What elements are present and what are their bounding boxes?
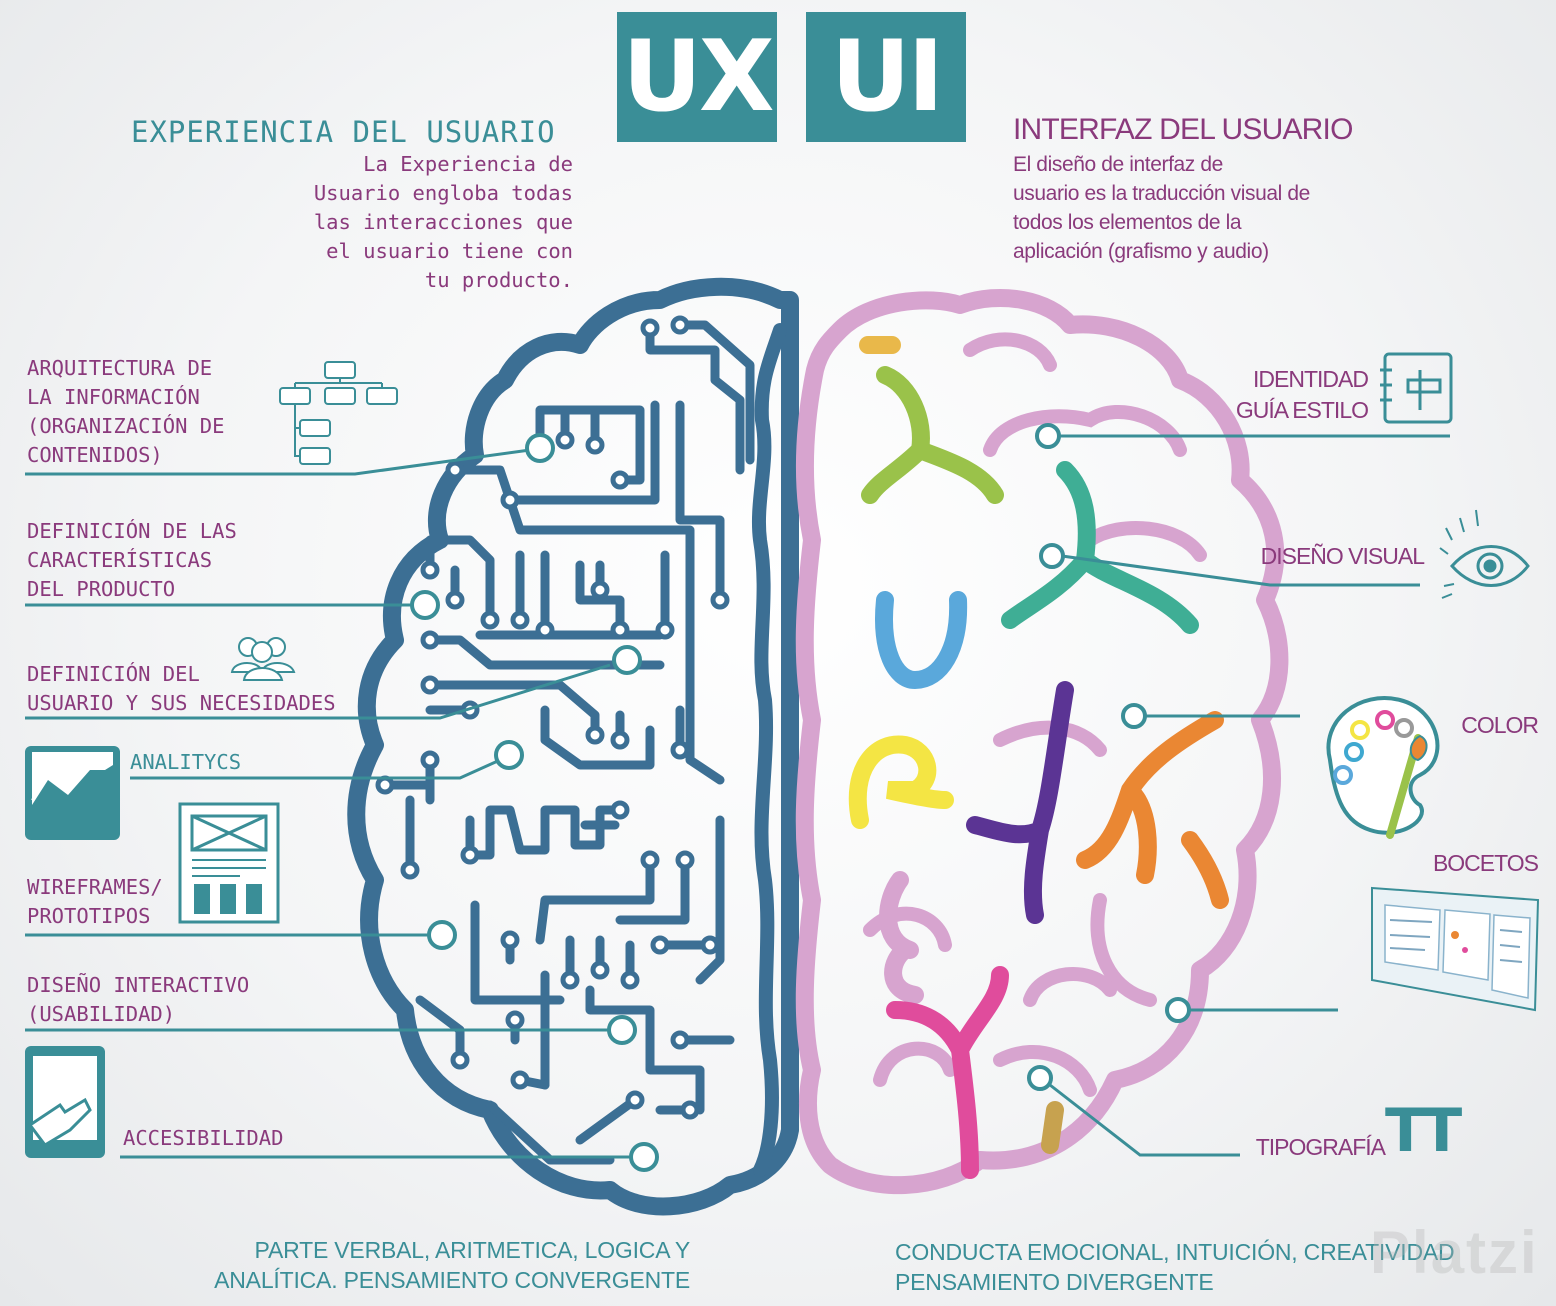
label-analitycs: ANALITYCS [130,750,242,774]
right-brain-folds [863,332,1207,1097]
ux-connector-nodes [410,433,659,1172]
ux-footer: PARTE VERBAL, ARITMETICA, LOGICA Y ANALÍ… [214,1237,690,1293]
ux-connectors [25,448,630,1159]
label-tipografia: TIPOGRAFÍA [1255,1134,1386,1160]
label-identidad: IDENTIDAD GUÍA ESTILO [1235,366,1369,423]
sketches-icon [1371,886,1540,1012]
label-arquitectura: ARQUITECTURA DE LA INFORMACIÓN (ORGANIZA… [27,356,225,467]
typography-icon: TT [1385,1096,1462,1166]
label-color: COLOR [1461,712,1539,738]
ui-title: UI [806,12,966,142]
circuit-traces [380,320,755,1165]
left-brain-outline [347,277,799,1216]
platzi-watermark: Platzi [1370,1219,1539,1286]
label-definicion-producto: DEFINICIÓN DE LAS CARACTERÍSTICAS DEL PR… [27,519,237,601]
sitemap-icon [279,361,398,465]
color-strokes [848,336,1229,1179]
ui-footer: CONDUCTA EMOCIONAL, INTUICIÓN, CREATIVID… [895,1239,1455,1295]
ux-heading: EXPERIENCIA DEL USUARIO [131,115,556,149]
tablet-touch-icon [25,1046,105,1158]
left-brain-inner-fold [751,323,787,1177]
eye-icon [1439,509,1530,599]
users-icon [230,637,296,681]
ui-heading: INTERFAZ DEL USUARIO [1013,113,1353,146]
wireframe-icon [178,802,280,924]
style-guide-icon [1380,352,1453,424]
label-diseno-visual: DISEÑO VISUAL [1260,543,1425,569]
label-accesibilidad: ACCESIBILIDAD [123,1126,284,1150]
ui-connectors [1049,434,1450,1157]
circuit-nodes [375,315,730,1120]
ui-description: El diseño de interfaz de usuario es la t… [1013,153,1310,263]
ux-description: La Experiencia de Usuario engloba todas … [313,152,573,292]
ux-title: UX [617,12,777,142]
label-bocetos: BOCETOS [1432,850,1539,876]
label-definicion-usuario: DEFINICIÓN DEL USUARIO Y SUS NECESIDADES [27,662,336,715]
label-wireframes: WIREFRAMES/ PROTOTIPOS [27,875,163,928]
right-brain-outline [795,288,1289,1195]
analytics-icon [25,746,120,840]
palette-icon [1326,696,1440,839]
label-diseno-interactivo: DISEÑO INTERACTIVO (USABILIDAD) [27,973,250,1026]
ui-connector-nodes [1027,423,1191,1091]
